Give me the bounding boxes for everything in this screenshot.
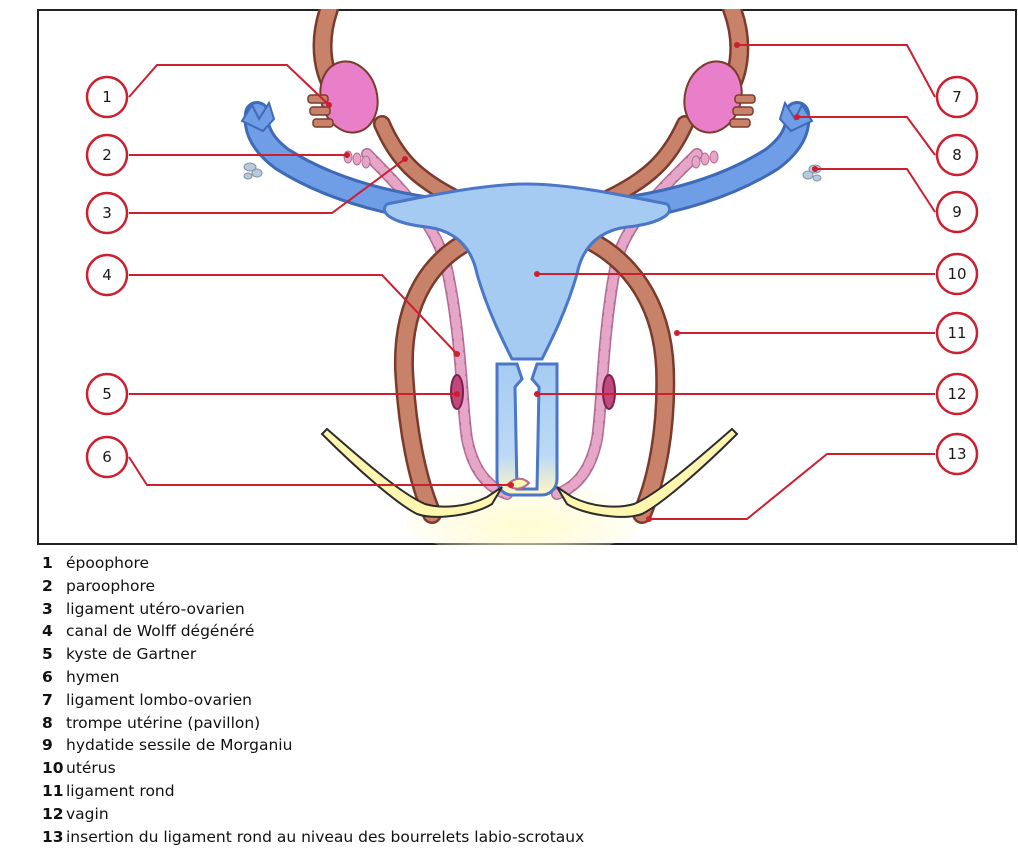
callout-number: 8 — [952, 146, 962, 164]
callout-number: 1 — [102, 88, 112, 106]
legend-number: 11 — [42, 780, 66, 803]
legend-number: 5 — [42, 643, 66, 666]
callout-number: 6 — [102, 448, 112, 466]
legend-label: ligament lombo-ovarien — [66, 691, 252, 709]
legend-label: paroophore — [66, 577, 155, 595]
legend-number: 7 — [42, 689, 66, 712]
legend-number: 1 — [42, 552, 66, 575]
callout-number: 4 — [102, 266, 112, 284]
legend-label: vagin — [66, 805, 109, 823]
legend-label: époophore — [66, 554, 149, 572]
legend-label: hymen — [66, 668, 119, 686]
callout-marker-9: 9 — [937, 192, 977, 232]
legend-label: canal de Wolff dégénéré — [66, 622, 254, 640]
legend-number: 3 — [42, 598, 66, 621]
callout-number: 7 — [952, 88, 962, 106]
callout-marker-12: 12 — [937, 374, 977, 414]
legend-label: ligament utéro-ovarien — [66, 600, 245, 618]
legend-label: kyste de Gartner — [66, 645, 196, 663]
legend-number: 4 — [42, 620, 66, 643]
callout-marker-8: 8 — [937, 135, 977, 175]
callout-number: 2 — [102, 146, 112, 164]
legend-number: 8 — [42, 712, 66, 735]
callout-number: 12 — [947, 385, 966, 403]
callout-marker-13: 13 — [937, 434, 977, 474]
legend-number: 12 — [42, 803, 66, 826]
legend-number: 2 — [42, 575, 66, 598]
callout-marker-10: 10 — [937, 254, 977, 294]
legend-number: 13 — [42, 826, 66, 849]
gartner-cyst-right — [603, 375, 615, 409]
callout-marker-3: 3 — [87, 193, 127, 233]
legend-label: ligament rond — [66, 782, 175, 800]
legend-number: 9 — [42, 734, 66, 757]
callout-marker-11: 11 — [937, 313, 977, 353]
legend-number: 6 — [42, 666, 66, 689]
legend-label: trompe utérine (pavillon) — [66, 714, 260, 732]
legend-label: insertion du ligament rond au niveau des… — [66, 828, 584, 846]
legend-label: hydatide sessile de Morganiu — [66, 736, 292, 754]
callout-marker-1: 1 — [87, 77, 127, 117]
callout-marker-7: 7 — [937, 77, 977, 117]
callout-number: 13 — [947, 445, 966, 463]
legend-label: utérus — [66, 759, 116, 777]
callout-number: 9 — [952, 203, 962, 221]
legend-number: 10 — [42, 757, 66, 780]
callout-number: 3 — [102, 204, 112, 222]
callout-marker-6: 6 — [87, 437, 127, 477]
callout-marker-4: 4 — [87, 255, 127, 295]
callout-marker-2: 2 — [87, 135, 127, 175]
callout-marker-5: 5 — [87, 374, 127, 414]
callout-number: 5 — [102, 385, 112, 403]
callout-number: 11 — [947, 324, 966, 342]
callout-number: 10 — [947, 265, 966, 283]
